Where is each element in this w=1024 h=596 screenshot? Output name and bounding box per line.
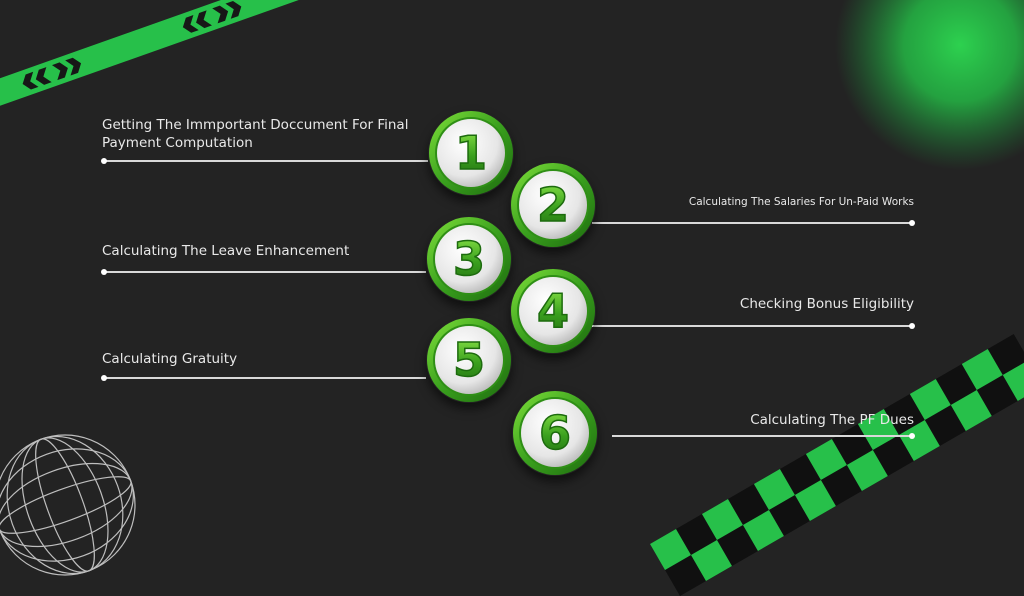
step-6-number: 6	[539, 406, 571, 460]
step-3-connector-line	[104, 271, 426, 273]
checkered-tape-decoration	[650, 334, 1024, 596]
wireframe-globe-icon	[0, 434, 136, 576]
step-1-number-badge: 1	[428, 110, 514, 196]
step-1-connector-line	[104, 160, 428, 162]
step-2-connector-line	[592, 222, 912, 224]
step-4-endpoint-dot	[909, 322, 915, 329]
step-4-label: Checking Bonus Eligibility	[739, 296, 914, 312]
step-1-label: Getting The Immportant Doccument For Fin…	[102, 117, 409, 151]
step-5-connector-line	[104, 377, 426, 379]
step-6-connector-line	[612, 435, 912, 437]
step-5-label: Calculating Gratuity	[102, 351, 238, 367]
chevron-tape-decoration	[0, 0, 467, 115]
step-4-number: 4	[537, 284, 569, 338]
step-3-label: Calculating The Leave Enhancement	[102, 243, 350, 259]
step-6-number-badge: 6	[512, 390, 598, 476]
step-2-endpoint-dot	[909, 219, 915, 226]
step-1-endpoint-dot	[101, 157, 107, 164]
step-5-number-badge: 5	[426, 317, 512, 403]
step-5-number: 5	[453, 333, 485, 387]
step-3-number-badge: 3	[426, 216, 512, 302]
step-3-number: 3	[453, 232, 485, 286]
step-2-label: Calculating The Salaries For Un-Paid Wor…	[688, 196, 914, 208]
step-4-number-badge: 4	[510, 268, 596, 354]
green-glow-decoration	[835, 0, 1024, 170]
step-2-number: 2	[537, 178, 569, 232]
step-3-endpoint-dot	[101, 268, 107, 275]
step-6-endpoint-dot	[909, 432, 915, 439]
step-6-label: Calculating The PF Dues	[750, 412, 914, 428]
step-2-number-badge: 2	[510, 162, 596, 248]
step-5-endpoint-dot	[101, 374, 107, 381]
step-1-number: 1	[455, 126, 487, 180]
step-4-connector-line	[592, 325, 912, 327]
